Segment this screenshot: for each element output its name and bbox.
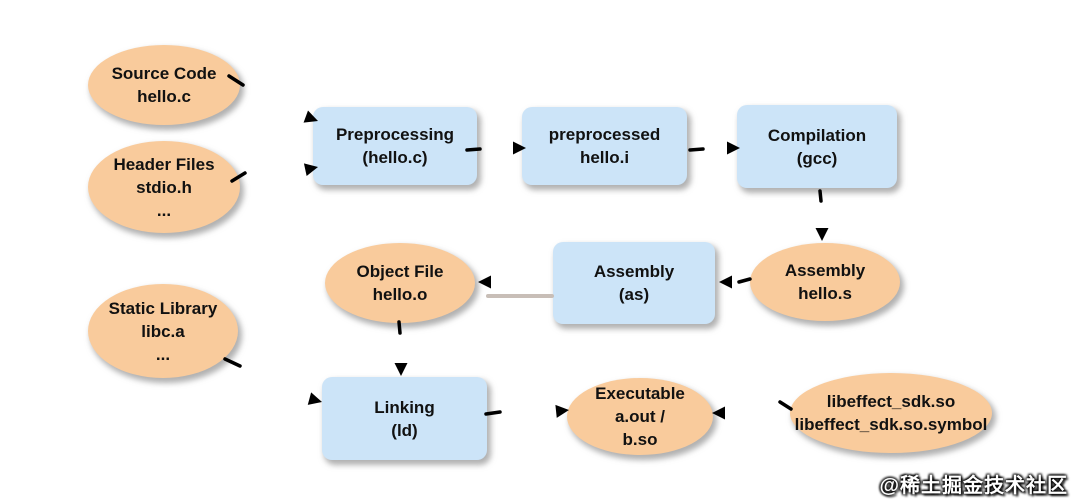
node-label: ... <box>155 344 171 364</box>
node-label: preprocessed <box>548 125 661 144</box>
node-label: (hello.c) <box>362 148 428 167</box>
node-label: hello.c <box>137 87 191 106</box>
node-source-code: Source Code hello.c <box>88 45 240 125</box>
node-label: hello.i <box>579 148 630 167</box>
arrow-linking-to-executable-tail <box>484 410 502 416</box>
arrow-assemblyfile-to-assembler-tail <box>737 277 752 284</box>
arrow-sharedlib-to-executable-head-icon <box>712 406 725 420</box>
watermark: @稀土掘金技术社区 <box>879 475 1068 497</box>
node-compilation: Compilation (gcc) <box>737 105 897 188</box>
node-label: hello.s <box>798 284 852 303</box>
node-object-file: Object File hello.o <box>325 243 475 323</box>
node-static-library: Static Library libc.a ... <box>88 284 238 378</box>
node-label: Preprocessing <box>335 125 455 144</box>
node-label: b.so <box>622 430 658 449</box>
node-executable: Executable a.out / b.so <box>567 378 713 455</box>
node-label: libc.a <box>141 321 185 341</box>
node-label: hello.o <box>372 285 428 304</box>
node-label: a.out / <box>614 407 666 426</box>
arrow-compilation-to-assemblyfile-tail <box>818 189 823 203</box>
arrow-compilation-to-assemblyfile-head-icon <box>815 228 829 241</box>
node-label: stdio.h <box>136 177 192 197</box>
node-label: (as) <box>618 285 650 304</box>
node-label: ... <box>156 200 172 220</box>
arrow-assemblyfile-to-assembler-head-icon <box>719 275 732 289</box>
node-preprocessed: preprocessed hello.i <box>522 107 687 185</box>
arrow-objectfile-to-linking-tail <box>397 320 402 335</box>
node-assembler: Assembly (as) <box>553 242 715 324</box>
node-shared-library: libeffect_sdk.so libeffect_sdk.so.symbol <box>790 373 992 453</box>
node-label: Source Code <box>111 64 217 83</box>
node-label: Executable <box>595 384 685 403</box>
arrow-assembler-to-objectfile-head-icon <box>478 275 491 289</box>
arrow-objectfile-to-linking-head-icon <box>394 363 408 376</box>
node-label: Assembly <box>593 262 675 281</box>
node-label: (ld) <box>391 420 418 440</box>
node-label: Linking <box>374 397 435 417</box>
node-label: Header Files <box>113 154 215 174</box>
node-assembly-file: Assembly hello.s <box>750 243 900 321</box>
node-label: (gcc) <box>796 148 838 168</box>
arrow-preprocessed-to-compilation-tail <box>688 147 705 152</box>
node-header-files: Header Files stdio.h ... <box>88 141 240 233</box>
node-label: libeffect_sdk.so <box>826 392 956 411</box>
node-linking: Linking (ld) <box>322 377 487 460</box>
node-label: Object File <box>356 262 444 281</box>
node-label: libeffect_sdk.so.symbol <box>794 415 988 434</box>
arrow-sharedlib-to-executable-tail <box>778 400 793 411</box>
node-label: Assembly <box>784 261 866 280</box>
node-label: Compilation <box>767 125 867 145</box>
arrow-staticlib-to-linking-tail <box>223 357 242 368</box>
node-preprocessing: Preprocessing (hello.c) <box>313 107 477 185</box>
node-label: Static Library <box>108 298 218 318</box>
